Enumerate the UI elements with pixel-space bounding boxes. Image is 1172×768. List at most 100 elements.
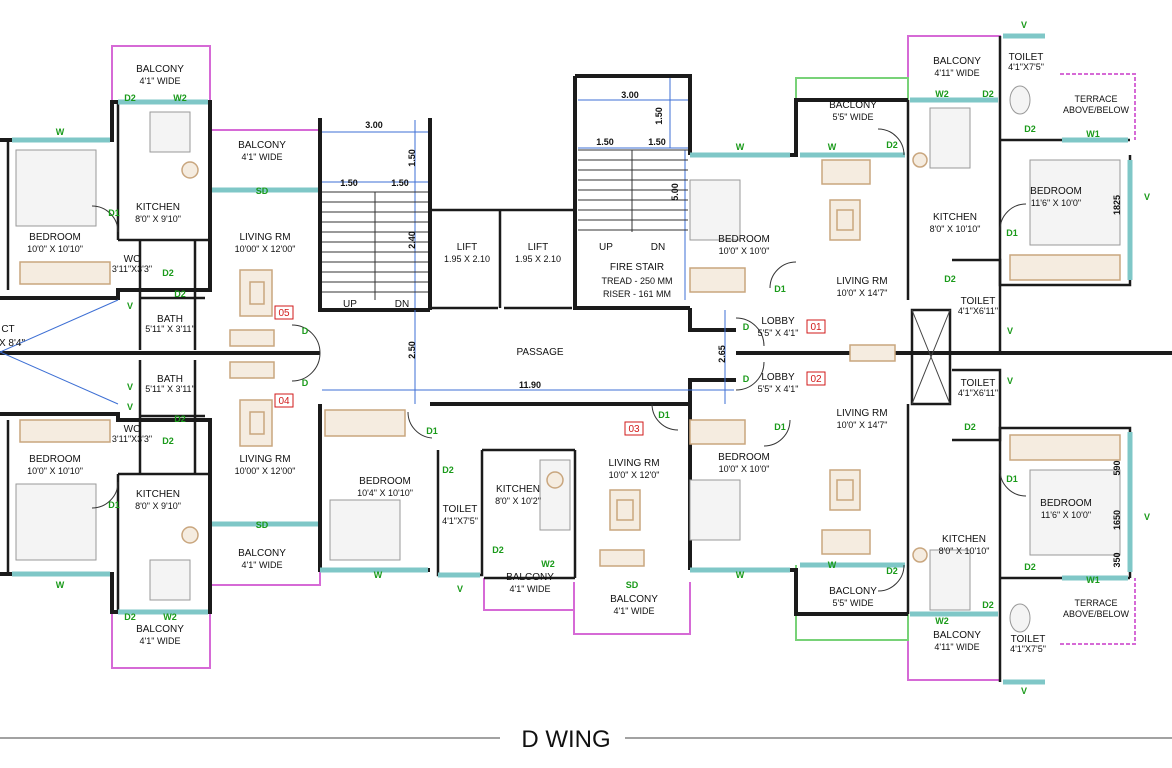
tag-door2: D2 <box>886 566 898 576</box>
room-size-wc-l1: 3'11"X3'3" <box>112 264 152 274</box>
dim-fire-h1: 1.50 <box>596 137 614 147</box>
bed-furniture <box>15 483 97 561</box>
room-name-bed-r2: BEDROOM <box>718 452 770 463</box>
furniture <box>15 85 1121 633</box>
tag-door2: D2 <box>442 465 454 475</box>
room-size-balc-c2: 4'1" WIDE <box>614 606 655 616</box>
room-size-baclony-r1: 5'5" WIDE <box>833 112 874 122</box>
terrace-top-line2: ABOVE/BELOW <box>1063 105 1130 115</box>
tag-door2: D2 <box>174 414 186 424</box>
dim-fire-width: 3.00 <box>621 90 639 100</box>
tag-door: D <box>302 326 309 336</box>
dim-bed-2: 590 <box>1112 460 1122 475</box>
room-size-lift2: 1.95 X 2.10 <box>515 254 561 264</box>
room-size-living-04: 10'00" X 12'00" <box>235 466 296 476</box>
tag-door1: D1 <box>658 410 670 420</box>
unit-number-box <box>624 421 644 436</box>
tag-door1: D1 <box>774 284 786 294</box>
tag-w2: W2 <box>541 559 555 569</box>
room-size-balc-r2: 4'11" WIDE <box>934 642 979 652</box>
tag-w2: W2 <box>173 93 187 103</box>
room-size-bath-l1: 5'11" X 3'11" <box>145 324 195 334</box>
room-size-bed-r1: 10'0" X 10'0" <box>719 246 770 256</box>
room-name-balc-r2: BALCONY <box>933 630 981 641</box>
room-size-lobby-01: 5'5" X 4'1" <box>758 328 799 338</box>
room-name-balc-r1: BALCONY <box>933 56 981 67</box>
dimension-texts: 3.00 1.50 1.50 1.50 2.40 2.50 11.90 2.65… <box>340 90 1122 568</box>
room-name-lift2: LIFT <box>528 242 549 253</box>
tag-door2: D2 <box>162 268 174 278</box>
room-name-bed-r4: BEDROOM <box>1040 498 1092 509</box>
tag-window: W <box>828 560 837 570</box>
tag-window: W <box>736 570 745 580</box>
room-size-living-05: 10'00" X 12'00" <box>235 244 296 254</box>
room-name-living-01: LIVING RM <box>836 276 887 287</box>
room-size-balc-c1: 4'1" WIDE <box>510 584 551 594</box>
dim-stair-v1: 1.50 <box>407 149 417 167</box>
bed-furniture <box>1029 469 1121 556</box>
unit-number-02: 02 <box>810 374 822 385</box>
dim-fire-h2: 1.50 <box>648 137 666 147</box>
kitchen-counter <box>149 111 191 153</box>
room-size-lift1: 1.95 X 2.10 <box>444 254 490 264</box>
dimension-lines <box>0 78 734 405</box>
dim-stair-half2: 1.50 <box>391 178 409 188</box>
tag-window: W <box>56 580 65 590</box>
dim-stair-v2: 2.40 <box>407 231 417 249</box>
tag-window: W <box>56 127 65 137</box>
tag-vent: V <box>1144 192 1150 202</box>
partial-left-label1: CT <box>1 324 14 335</box>
tag-vent: V <box>1144 512 1150 522</box>
room-size-living-03: 10'0" X 12'0" <box>609 470 660 480</box>
tag-window: W <box>828 142 837 152</box>
tag-door2: D2 <box>124 93 136 103</box>
room-name-balc-c2: BALCONY <box>610 594 658 605</box>
room-name-toilet-r1: TOILET <box>961 296 996 307</box>
room-size-balc-bl2: 4'1" WIDE <box>242 560 283 570</box>
passage-label: PASSAGE <box>516 347 563 358</box>
tag-door1: D1 <box>1006 228 1018 238</box>
tag-w1: W1 <box>1086 575 1100 585</box>
dim-fire-v2: 5.00 <box>670 183 680 201</box>
dim-stair-half1: 1.50 <box>340 178 358 188</box>
stair-dn-label: DN <box>395 299 409 310</box>
room-name-bath-l1: BATH <box>157 314 183 325</box>
room-size-bed-r4: 11'6" X 10'0" <box>1041 510 1091 520</box>
fire-stair-up-label: UP <box>599 242 613 253</box>
room-size-toilet-r4: 4'1"X7'5" <box>1010 644 1046 654</box>
room-size-bed-c1: 10'4" X 10'10" <box>357 488 413 498</box>
room-name-toilet-r2: TOILET <box>961 378 996 389</box>
room-name-toilet-c: TOILET <box>443 504 478 515</box>
tag-door2: D2 <box>1024 124 1036 134</box>
room-name-bed-r1: BEDROOM <box>718 234 770 245</box>
dim-bed-3: 1650 <box>1112 510 1122 530</box>
room-name-balc-bl: BALCONY <box>136 624 184 635</box>
dim-fire-v1: 1.50 <box>654 107 664 125</box>
tag-door2: D2 <box>174 289 186 299</box>
unit-number-04: 04 <box>278 396 290 407</box>
room-size-kit-l2: 8'0" X 9'10" <box>135 501 181 511</box>
tag-w2: W2 <box>935 616 949 626</box>
tag-door: D <box>302 378 309 388</box>
room-name-living-04: LIVING RM <box>239 454 290 465</box>
tag-door2: D2 <box>964 422 976 432</box>
room-name-kit-r1: KITCHEN <box>933 212 977 223</box>
room-name-living-03: LIVING RM <box>608 458 659 469</box>
room-size-lobby-02: 5'5" X 4'1" <box>758 384 799 394</box>
tag-window: W <box>736 142 745 152</box>
unit-number-box <box>274 393 294 408</box>
room-name-lift1: LIFT <box>457 242 478 253</box>
tag-w1: W1 <box>1086 129 1100 139</box>
fire-stair-dn-label: DN <box>651 242 665 253</box>
room-name-balc-tl: BALCONY <box>136 64 184 75</box>
tag-door2: D2 <box>162 436 174 446</box>
room-name-bed-l1: BEDROOM <box>29 232 81 243</box>
room-size-bath-l2: 5'11" X 3'11" <box>145 384 195 394</box>
room-name-kit-r2: KITCHEN <box>942 534 986 545</box>
room-name-bed-c1: BEDROOM <box>359 476 411 487</box>
unit-number-box <box>806 319 826 334</box>
room-name-baclony-r1: BACLONY <box>829 100 877 111</box>
room-size-toilet-r1: 4'1"X6'11" <box>958 306 998 316</box>
